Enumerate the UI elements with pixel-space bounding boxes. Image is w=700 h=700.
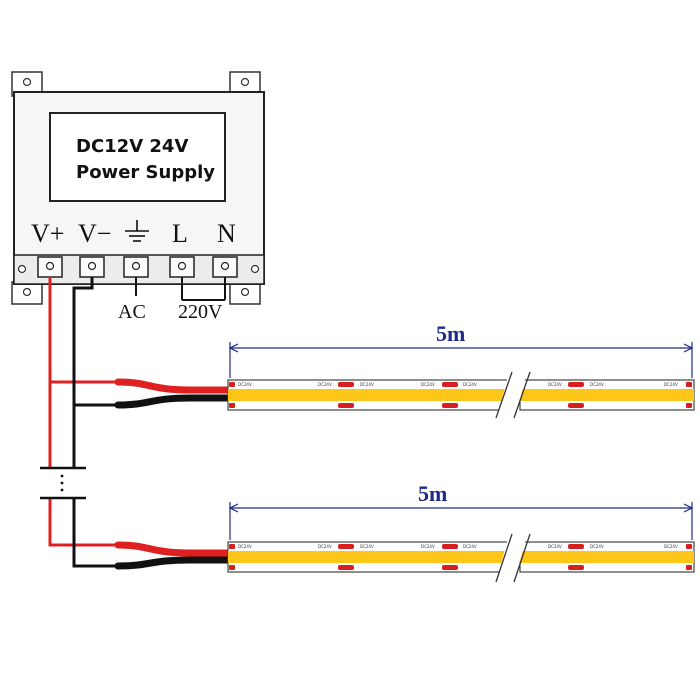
strip-marking-text: DC24V bbox=[238, 544, 252, 549]
psu-title-line1: DC12V 24V bbox=[76, 136, 188, 157]
ac-input-wiring bbox=[135, 277, 226, 301]
strip-1-black-lead bbox=[114, 394, 234, 409]
strip-marking-text: DC24V bbox=[318, 382, 332, 387]
strip-marking-text: DC24V bbox=[664, 544, 678, 549]
strip-1-dimension-line bbox=[228, 342, 694, 378]
terminal-block-l bbox=[169, 256, 195, 278]
strip-2-red-lead bbox=[114, 541, 234, 557]
strip-marking-text: DC24V bbox=[360, 544, 374, 549]
strip-1-markings: DC24V DC24V DC24V DC24V DC24V DC24V DC24… bbox=[238, 382, 678, 387]
bus-break-marks bbox=[40, 466, 86, 500]
screw-icon bbox=[22, 77, 32, 87]
screw-icon bbox=[17, 264, 27, 274]
led-strip-2: 5m DC24V DC24V DC24V DC24V bbox=[114, 481, 695, 583]
strip-2-black-lead bbox=[114, 556, 234, 570]
strip-2-length-label: 5m bbox=[418, 481, 447, 506]
strip-marking-text: DC24V bbox=[590, 382, 604, 387]
terminal-block-n bbox=[212, 256, 238, 278]
terminal-block-v-plus bbox=[37, 256, 63, 278]
strip-1-red-lead bbox=[114, 378, 234, 394]
positive-bus-wire bbox=[48, 277, 118, 547]
strip-marking-text: DC24V bbox=[548, 544, 562, 549]
voltage-label: 220V bbox=[178, 301, 223, 323]
strip-1-solder-pads bbox=[229, 382, 692, 408]
terminal-label-n: N bbox=[217, 219, 236, 248]
terminal-block-ground bbox=[123, 256, 149, 278]
ac-label: AC bbox=[118, 301, 146, 323]
screw-icon bbox=[240, 287, 250, 297]
strip-2-solder-pads bbox=[229, 544, 692, 570]
negative-bus-wire bbox=[72, 277, 118, 568]
terminal-label-v-minus: V− bbox=[78, 219, 111, 248]
ground-symbol-icon bbox=[125, 220, 149, 242]
continuation-dot bbox=[60, 474, 64, 478]
strip-marking-text: DC24V bbox=[360, 382, 374, 387]
terminal-label-l: L bbox=[172, 219, 188, 248]
strip-marking-text: DC24V bbox=[664, 382, 678, 387]
strip-marking-text: DC24V bbox=[421, 382, 435, 387]
strip-marking-text: DC24V bbox=[318, 544, 332, 549]
screw-icon bbox=[240, 77, 250, 87]
strip-marking-text: DC24V bbox=[548, 382, 562, 387]
psu-title-line2: Power Supply bbox=[76, 162, 215, 183]
strip-marking-text: DC24V bbox=[590, 544, 604, 549]
terminal-label-v-plus: V+ bbox=[31, 219, 64, 248]
screw-icon bbox=[22, 287, 32, 297]
power-supply: DC12V 24V Power Supply V+ V− L N bbox=[11, 71, 265, 305]
psu-label-panel bbox=[49, 112, 226, 202]
strip-marking-text: DC24V bbox=[463, 544, 477, 549]
terminal-block-v-minus bbox=[79, 256, 105, 278]
strip-2-markings: DC24V DC24V DC24V DC24V DC24V DC24V DC24… bbox=[238, 544, 678, 549]
strip-marking-text: DC24V bbox=[421, 544, 435, 549]
continuation-dot bbox=[60, 488, 64, 492]
strip-marking-text: DC24V bbox=[463, 382, 477, 387]
strip-1-length-label: 5m bbox=[436, 321, 465, 346]
strip-marking-text: DC24V bbox=[238, 382, 252, 387]
screw-icon bbox=[250, 264, 260, 274]
continuation-dot bbox=[60, 481, 64, 485]
led-strip-1: 5m DC24V DC24V DC24V DC24V bbox=[114, 321, 695, 419]
strip-2-dimension-line bbox=[228, 502, 694, 540]
